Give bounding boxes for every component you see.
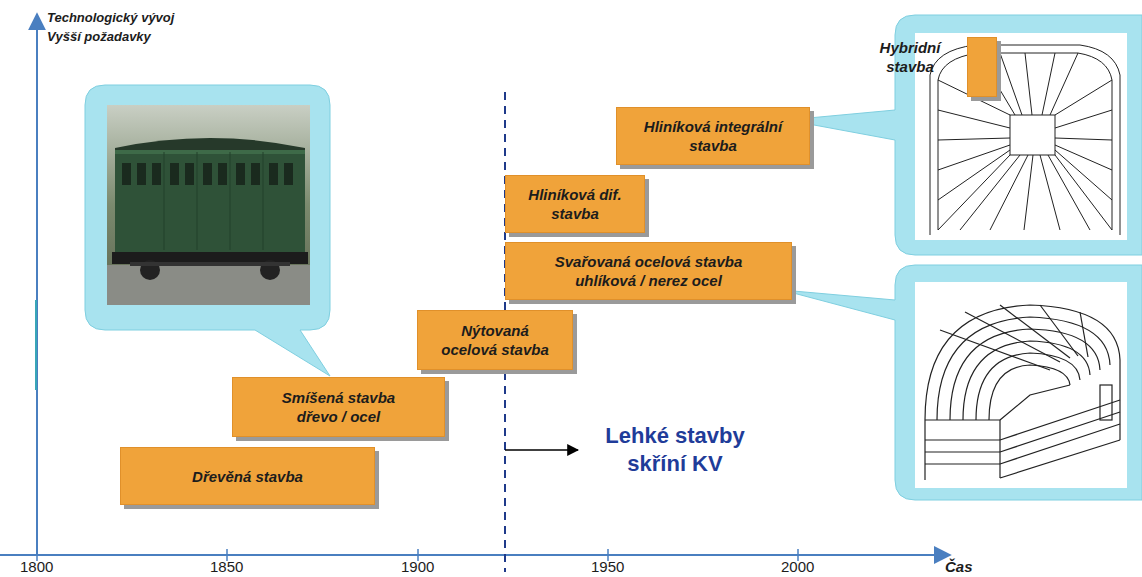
era-label: Smíšená stavba dřevo / ocel (271, 388, 406, 426)
axis-label: 1900 (401, 558, 434, 575)
era-label: Hybridní stavba (860, 38, 960, 76)
era-box: Smíšená stavba dřevo / ocel (232, 377, 445, 437)
era-label: Svařovaná ocelová stavba uhlíková / nere… (539, 252, 759, 290)
axis-label: 1800 (20, 558, 53, 575)
era-box: Svařovaná ocelová stavba uhlíková / nere… (505, 242, 792, 300)
axis-label: 1850 (210, 558, 243, 575)
era-label: Hliníková integrální stavba (641, 117, 786, 155)
axes (0, 14, 950, 561)
integral-body-callout (787, 15, 1142, 255)
axis-label: Čas (945, 558, 973, 575)
axis-label: 2000 (781, 558, 814, 575)
era-label: Dřevěná stavba (192, 467, 303, 486)
annotation: Lehké stavby skříní KV (590, 422, 760, 478)
era-box: Hliníková integrální stavba (616, 107, 810, 165)
steel-frame-callout (782, 265, 1142, 500)
photo-callout (85, 85, 330, 376)
era-box: Dřevěná stavba (120, 447, 375, 505)
era-label: Hliníková dif. stavba (525, 185, 625, 223)
axis-mark (35, 300, 37, 390)
era-box: Hliníková dif. stavba (505, 175, 645, 233)
axis-label: 1950 (591, 558, 624, 575)
era-label: Nýtovaná ocelová stavba (433, 321, 558, 359)
pointer-arrow (505, 449, 578, 451)
era-box: Nýtovaná ocelová stavba (417, 310, 573, 370)
era-box: Hybridní stavba (967, 37, 997, 97)
axis-title: Technologický vývoj Vyšší požadavky (47, 8, 207, 46)
